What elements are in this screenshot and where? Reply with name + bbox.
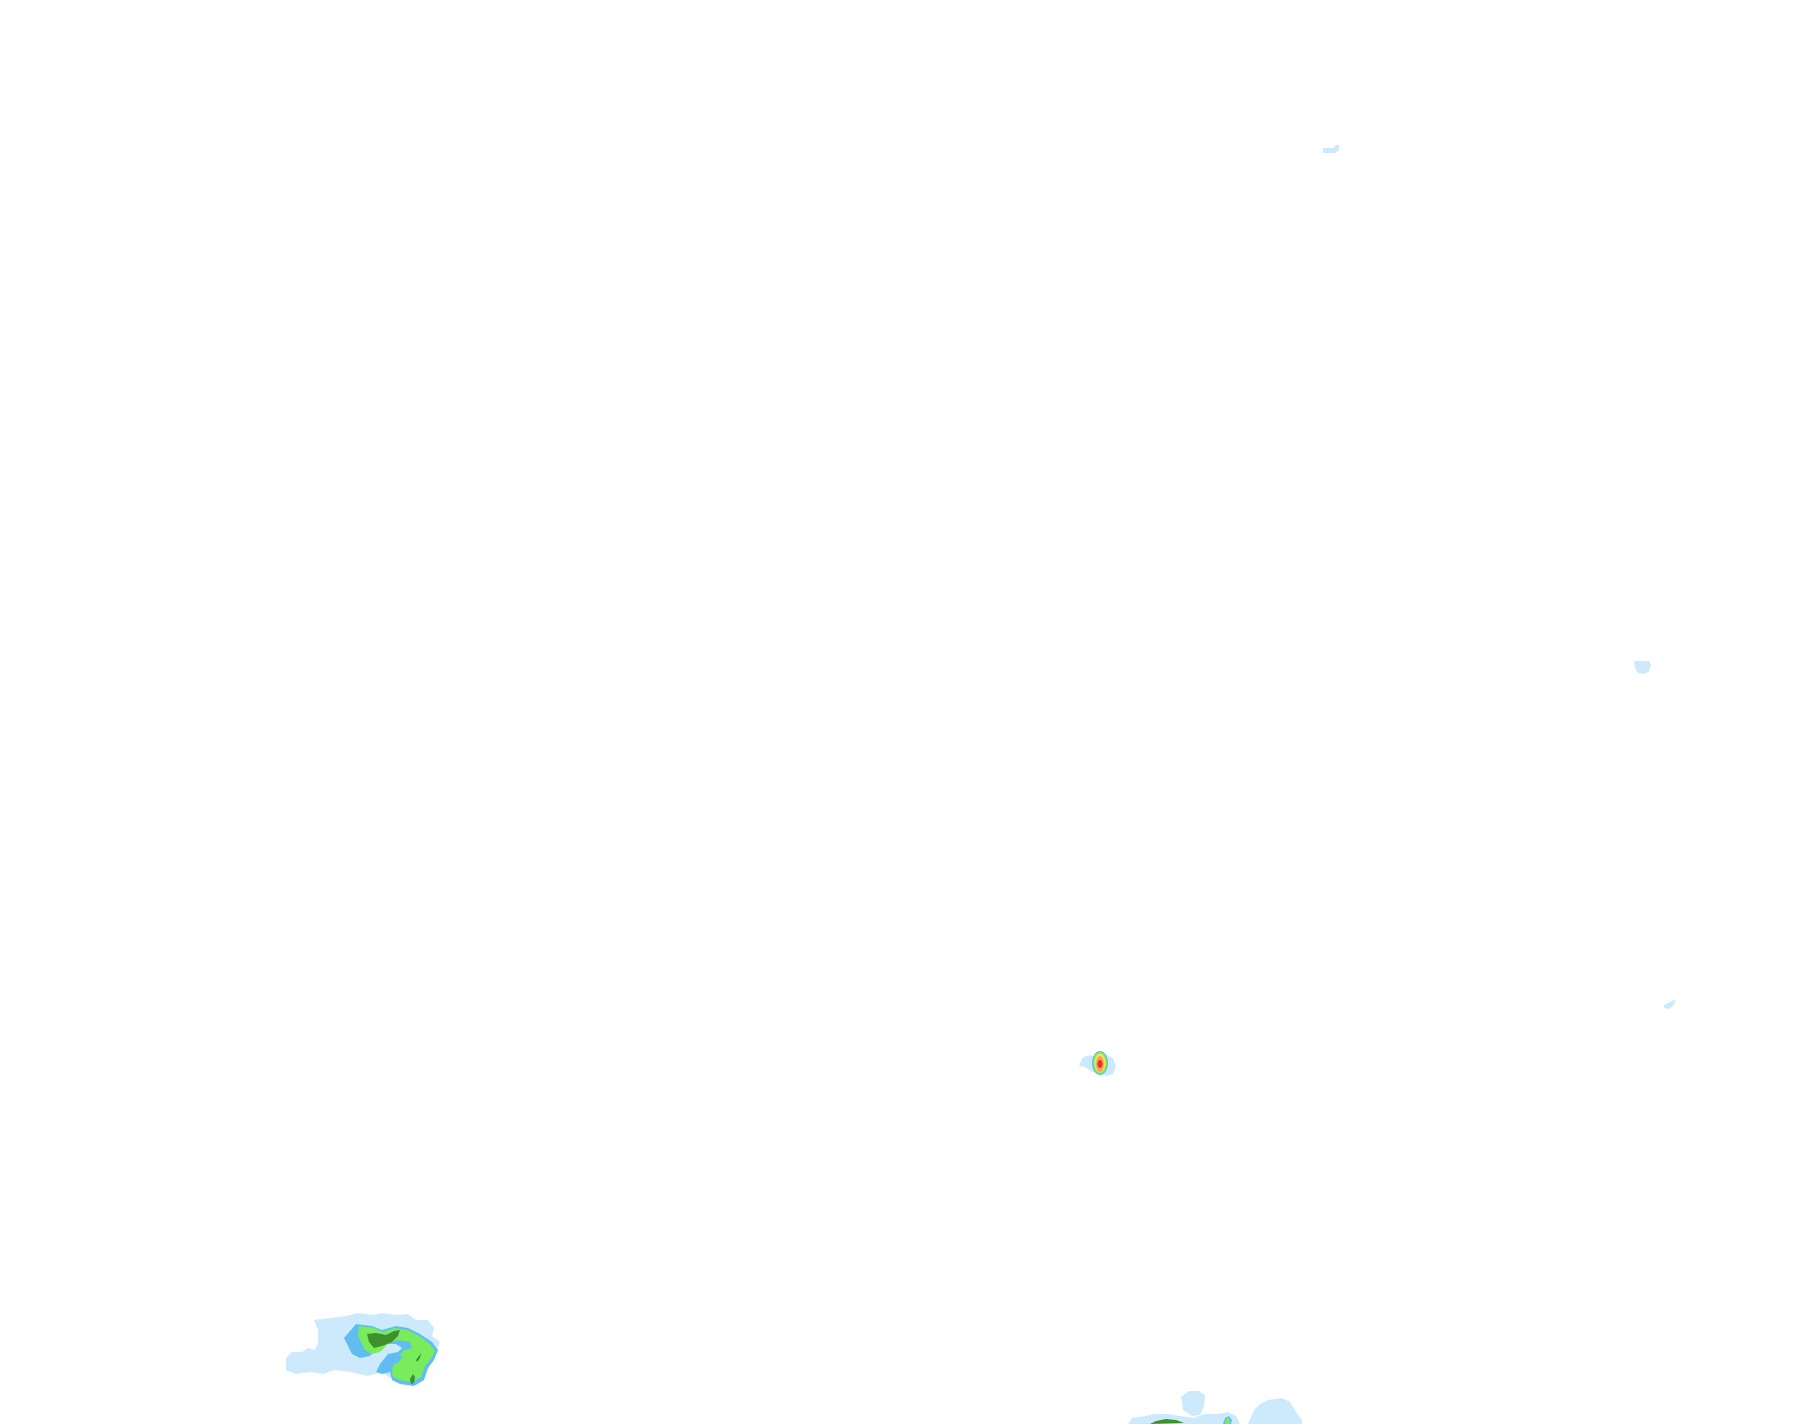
precip-cell-north	[1323, 145, 1339, 153]
storm-cell	[1079, 1051, 1116, 1076]
precip-cluster-south	[1128, 1391, 1302, 1424]
precip-cell-southeast	[1664, 1000, 1676, 1009]
precip-cluster-southwest	[286, 1313, 440, 1386]
precip-cell-east	[1634, 661, 1651, 674]
